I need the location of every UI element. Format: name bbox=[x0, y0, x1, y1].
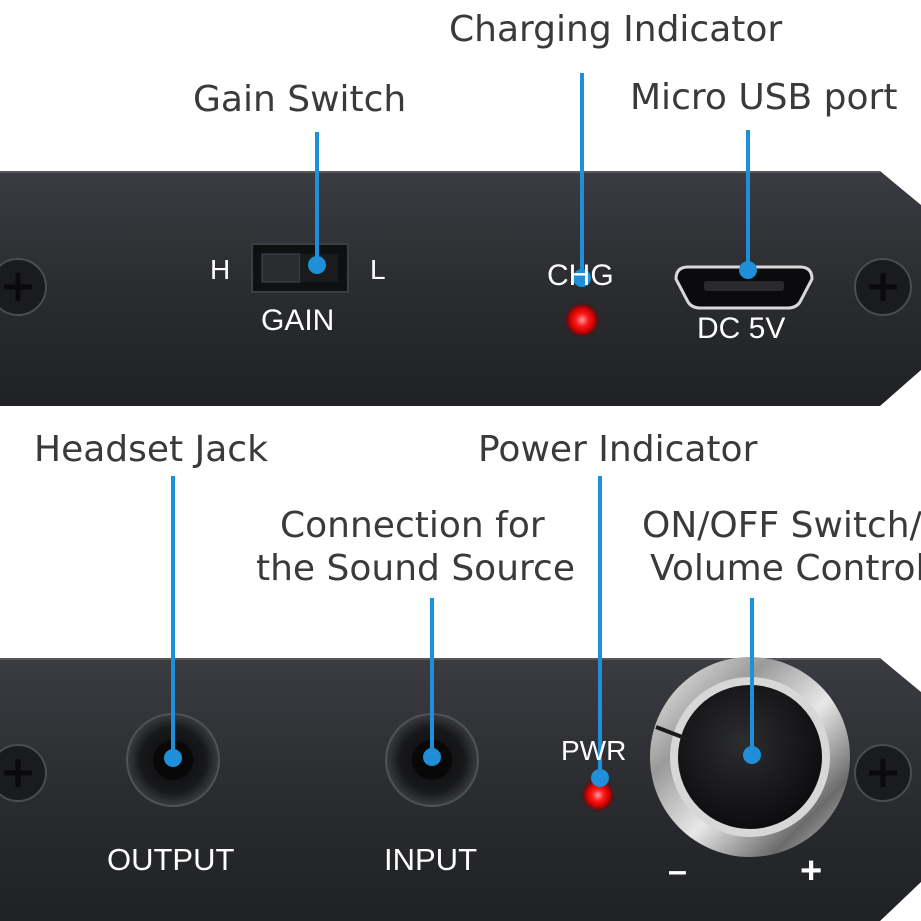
screw-bottom-right bbox=[854, 744, 912, 802]
callout-dot-knob bbox=[743, 746, 761, 764]
callout-lines bbox=[164, 73, 761, 787]
gain-switch[interactable] bbox=[251, 243, 349, 293]
output-label: OUTPUT bbox=[107, 842, 235, 877]
callout-onoff-line2: Volume Control bbox=[650, 548, 921, 589]
callout-headset-jack: Headset Jack bbox=[34, 429, 268, 470]
callout-power-indicator: Power Indicator bbox=[478, 429, 758, 470]
screw-top-right bbox=[854, 258, 912, 316]
top-panel-body bbox=[0, 171, 921, 406]
callout-dot-source bbox=[423, 748, 441, 766]
charging-led bbox=[564, 302, 600, 338]
plus-label: + bbox=[800, 850, 823, 892]
power-led bbox=[581, 778, 615, 812]
gain-low-label: L bbox=[370, 254, 386, 285]
screw-top-left bbox=[0, 258, 47, 316]
callout-dot-headset bbox=[164, 749, 182, 767]
input-label: INPUT bbox=[384, 842, 477, 877]
callout-sound-source-line2: the Sound Source bbox=[256, 548, 575, 589]
callout-dot-gain bbox=[308, 256, 326, 274]
callout-dot-power bbox=[591, 769, 609, 787]
callout-gain-switch: Gain Switch bbox=[193, 79, 407, 120]
chg-label: CHG bbox=[547, 259, 614, 292]
callout-onoff-line1: ON/OFF Switch/ bbox=[642, 505, 921, 546]
dc-5v-label: DC 5V bbox=[697, 312, 786, 345]
callout-dot-charging bbox=[573, 269, 591, 287]
top-panel bbox=[0, 171, 921, 406]
callout-charging-indicator: Charging Indicator bbox=[449, 9, 783, 50]
micro-usb-port[interactable] bbox=[674, 265, 814, 310]
callout-dot-usb bbox=[739, 261, 757, 279]
screw-bottom-left bbox=[0, 744, 47, 802]
gain-label: GAIN bbox=[261, 304, 335, 337]
callout-micro-usb-port: Micro USB port bbox=[630, 77, 898, 118]
gain-high-label: H bbox=[210, 254, 231, 285]
minus-label: – bbox=[668, 852, 687, 890]
callout-sound-source-line1: Connection for bbox=[280, 505, 545, 546]
pwr-label: PWR bbox=[561, 735, 627, 766]
